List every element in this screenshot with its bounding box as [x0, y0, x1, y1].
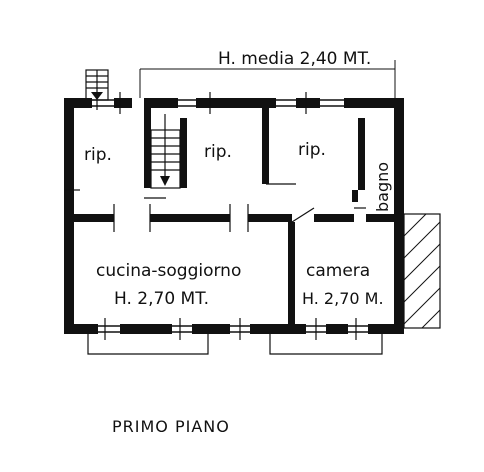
room-bagno-label: bagno — [373, 162, 392, 212]
room-camera-label: camera — [306, 261, 370, 281]
average-height-label: H. media 2,40 MT. — [218, 49, 371, 69]
floor-label: PRIMO PIANO — [112, 417, 230, 436]
room-rip-center-label: rip. — [204, 142, 232, 162]
average-height-dimension: H. media 2,40 MT. — [139, 49, 396, 98]
room-rip-left-label: rip. — [84, 145, 112, 165]
interior-walls — [74, 108, 394, 324]
room-rip-right-label: rip. — [298, 140, 326, 160]
outer-walls — [64, 98, 404, 334]
hatched-area — [403, 213, 441, 329]
room-labels: rip. rip. rip. bagno cucina-soggiorno H.… — [84, 140, 392, 309]
doors — [64, 183, 366, 232]
interior-stair — [150, 114, 181, 189]
room-camera-height-label: H. 2,70 M. — [302, 289, 384, 308]
room-cucina-height-label: H. 2,70 MT. — [114, 289, 209, 309]
room-cucina-label: cucina-soggiorno — [96, 261, 241, 281]
balconies — [87, 334, 383, 355]
windows — [92, 92, 368, 340]
